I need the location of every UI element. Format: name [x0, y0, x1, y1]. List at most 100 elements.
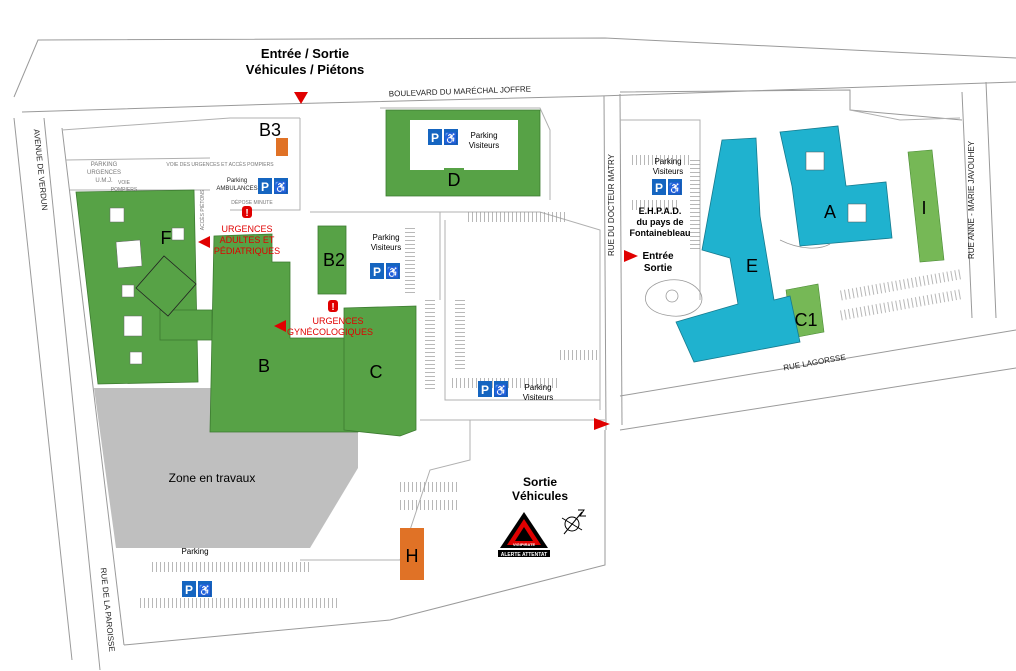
label-c1: C1 [794, 310, 817, 330]
ehpad-labels: E.H.P.A.D. du pays de Fontainebleau Entr… [629, 206, 690, 274]
parking-bottom-label: Parking [181, 547, 208, 556]
p-letter: P [373, 265, 381, 279]
label-h: H [406, 546, 419, 566]
header-line2: Véhicules / Piétons [246, 62, 365, 77]
parking-ehpad-label1: Parking [654, 157, 681, 166]
ehpad-line1: E.H.P.A.D. [639, 206, 682, 216]
ehpad-boundary [619, 89, 963, 121]
p-letter: P [481, 383, 489, 397]
arrow-ehpad [624, 250, 638, 262]
p-letter: P [261, 180, 269, 194]
street-boulevard: BOULEVARD DU MARÉCHAL JOFFRE [389, 85, 531, 99]
arrow-exit-right [594, 418, 610, 430]
p-letter: P [431, 131, 439, 145]
building-c [343, 305, 417, 437]
boulevard-edge-bottom [21, 81, 1016, 113]
label-b3: B3 [259, 120, 281, 140]
streets [13, 37, 1016, 671]
p-letter: P [185, 583, 193, 597]
rue-matry-left [603, 95, 607, 431]
wheelchair-icon: ♿ [386, 266, 400, 279]
street-matry: RUE DU DOCTEUR MATRY [607, 153, 616, 256]
label-d: D [448, 170, 461, 190]
label-b2: B2 [323, 250, 345, 270]
depose-minute-label: DÉPOSE MINUTE [231, 199, 273, 206]
parking-ehpad-label2: Visiteurs [653, 167, 684, 176]
label-i: I [921, 198, 926, 218]
wheelchair-icon: ♿ [198, 584, 212, 597]
parking-d-label1: Parking [470, 131, 497, 140]
arrow-gyn [274, 320, 286, 332]
small-labels: PARKING URGENCES U.M.J. VOIE DES URGENCE… [87, 161, 274, 230]
urgences-gyn-line1: URGENCES [312, 316, 363, 326]
urgences-gyneco-marker: ! URGENCES GYNÉCOLOGIQUES [287, 300, 373, 337]
voie-pompiers-line2: POMPIERS [111, 187, 138, 193]
wheelchair-icon: ♿ [444, 132, 458, 145]
rue-lagorsse-bottom [619, 367, 1016, 431]
red-arrows [198, 92, 638, 430]
exclamation-icon: ! [245, 208, 248, 219]
urgences-adultes-marker: ! URGENCES ADULTES ET PÉDIATRIQUES [214, 206, 280, 256]
header-line1: Entrée / Sortie [261, 46, 349, 61]
building-f-courtyards [109, 207, 185, 365]
building-d-courtyard [410, 120, 518, 170]
urgences-gyn-line2: GYNÉCOLOGIQUES [287, 327, 373, 337]
p-letter: P [655, 181, 663, 195]
parking-amb-line2: AMBULANCES [216, 186, 257, 192]
arrow-f [198, 236, 210, 248]
parking-umj-line3: U.M.J. [95, 178, 113, 184]
ehpad-line2: du pays de [636, 217, 683, 227]
parking-badges: P ♿ Parking Visiteurs P ♿ Parking Visite… [181, 129, 683, 597]
label-f: F [161, 228, 172, 248]
parking-umj-line2: URGENCES [87, 170, 121, 176]
building-i [907, 149, 945, 263]
building-f-rotated-wing [135, 255, 197, 317]
parking-c-label2: Visiteurs [523, 393, 554, 402]
building-a-courtyards [805, 151, 867, 223]
parking-amb-line1: Parking [227, 178, 247, 184]
urgences-adultes-line3: PÉDIATRIQUES [214, 246, 280, 256]
parking-badge-b2: Parking Visiteurs P ♿ [370, 233, 401, 279]
building-a [779, 125, 893, 247]
rue-javouhey-left [961, 91, 973, 319]
ehpad-entree: Entrée [642, 251, 674, 262]
parking-d-label2: Visiteurs [469, 141, 500, 150]
building-labels: A B B2 B3 C C1 D E F H I [161, 120, 927, 566]
building-b2 [317, 225, 347, 295]
building-h [400, 528, 424, 580]
parking-b2-label2: Visiteurs [371, 243, 402, 252]
label-e: E [746, 256, 758, 276]
sortie-line2: Véhicules [512, 489, 568, 503]
building-e [675, 137, 801, 363]
parking-c-label1: Parking [524, 383, 551, 392]
label-a: A [824, 202, 836, 222]
rue-lagorsse-top [619, 329, 1016, 397]
ehpad-line3: Fontainebleau [629, 228, 690, 238]
building-d-entrance [444, 168, 464, 184]
parking-badge-ambulances: P ♿ [258, 178, 288, 194]
boulevard-edge-top [13, 37, 1016, 98]
acces-pietons-label: ACCÈS PIÉTONS [199, 189, 206, 230]
vigipirate-top-text: VIGIPIRATE [513, 542, 536, 547]
label-b: B [258, 356, 270, 376]
parking-umj-line1: PARKING [91, 162, 118, 168]
wheelchair-icon: ♿ [494, 384, 508, 397]
vigipirate-bottom-text: ALERTE ATTENTAT [501, 552, 547, 558]
ehpad-garden [645, 239, 831, 317]
label-c: C [370, 362, 383, 382]
avenue-verdun-right [43, 117, 101, 671]
vigipirate-logo: VIGIPIRATE ALERTE ATTENTAT [498, 512, 550, 558]
parking-badge-bottom: Parking P ♿ [181, 547, 212, 597]
street-paroisse: RUE DE LA PAROISSE [99, 567, 117, 652]
site-bottom-boundary [123, 430, 606, 646]
arrow-entry-top [294, 92, 308, 104]
urgences-adultes-line1: URGENCES [221, 224, 272, 234]
parking-b2-label1: Parking [372, 233, 399, 242]
parking-badge-c: P ♿ Parking Visiteurs [478, 381, 553, 402]
street-javouhey: RUE ANNE - MARIE JAVOUHEY [967, 140, 976, 259]
compass-icon [561, 509, 586, 535]
parking-badge-d: P ♿ Parking Visiteurs [428, 129, 499, 150]
sortie-line1: Sortie [523, 475, 557, 489]
urgences-adultes-line2: ADULTES ET [220, 235, 275, 245]
